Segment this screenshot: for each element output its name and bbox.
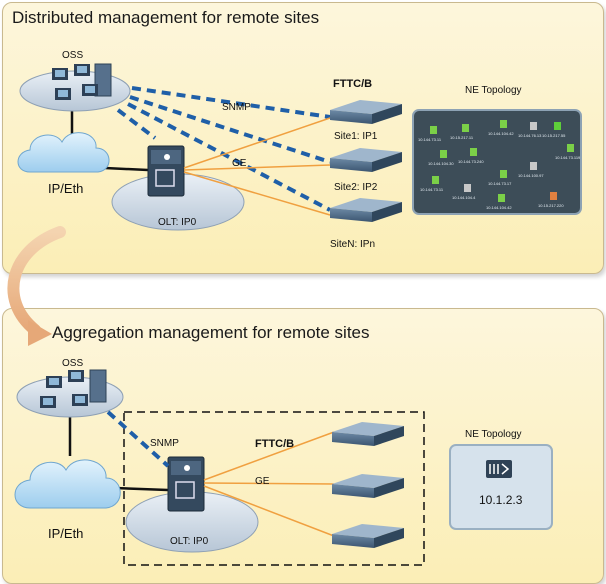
ne-node-label: 10.15.217.55 (542, 133, 566, 138)
ne-node-label: 10.15.217.11 (450, 135, 474, 140)
ne-topology-title: NE Topology (465, 85, 522, 96)
site-switch (332, 474, 404, 498)
fttc-label: FTTC/B (255, 438, 294, 450)
ne-node-icon (430, 126, 437, 134)
aggregation-panel-title: Aggregation management for remote sites (52, 323, 370, 342)
ne-node-icon (530, 122, 537, 130)
ne-node-label: 10.144.76.13 (518, 133, 542, 138)
site-switch (330, 100, 402, 124)
ne-node-label: 10.144.104.30 (428, 161, 454, 166)
ne-node-icon (464, 184, 471, 192)
snmp-label: SNMP (222, 102, 251, 113)
olt-device (111, 145, 245, 231)
oss-server-group (16, 369, 124, 418)
cloud-icon (14, 459, 121, 509)
ne-node-label: 10.144.73.11 (418, 137, 442, 142)
site-switch (332, 422, 404, 446)
ge-label: GE (255, 476, 270, 487)
olt-label: OLT: IP0 (158, 217, 197, 228)
snmp-links (116, 86, 331, 212)
ne-node-label: 10.144.73.11 (420, 187, 444, 192)
cloud-label: IP/Eth (48, 526, 83, 541)
ne-node-icon (567, 144, 574, 152)
ne-node-label: 10.144.73.17 (488, 181, 512, 186)
ne-node-icon (500, 170, 507, 178)
oss-label: OSS (62, 358, 83, 369)
site-label: Site1: IP1 (334, 131, 378, 142)
ne-node-icon (554, 122, 561, 130)
ne-node-label: 10.144.100.97 (518, 173, 544, 178)
ne-node-label: 10.144.73.240 (458, 159, 484, 164)
oss-label: OSS (62, 50, 83, 61)
ne-node-label: 10.144.73.119 (555, 155, 581, 160)
cloud-icon (17, 132, 110, 173)
fttc-label: FTTC/B (333, 78, 372, 90)
ne-topology-map (412, 109, 582, 215)
ne-node-icon (440, 150, 447, 158)
ge-label: GE (232, 158, 247, 169)
ne-node-icon (462, 124, 469, 132)
ne-node-icon (432, 176, 439, 184)
aggregation-boundary (123, 411, 425, 566)
ne-node-label: 10.144.104.4 (452, 195, 476, 200)
ge-links (203, 431, 335, 537)
site-label: Site2: IP2 (334, 182, 378, 193)
ne-node-icon (470, 148, 477, 156)
oss-server-group (19, 63, 131, 112)
ne-node-icon (500, 120, 507, 128)
distributed-panel-title: Distributed management for remote sites (12, 8, 320, 27)
ne-node-label: 10.15.217.220 (538, 203, 564, 208)
site-switch (330, 198, 402, 222)
cloud-label: IP/Eth (48, 181, 83, 196)
transition-arrow (7, 226, 66, 346)
ne-node-ip: 10.1.2.3 (479, 493, 523, 507)
site-switch (332, 524, 404, 548)
ne-node-group: 10.144.73.11 10.15.217.11 10.144.104.42 10.… (418, 120, 581, 210)
olt-device (125, 456, 259, 553)
ne-topology-map (449, 444, 553, 530)
ne-node-label: 10.144.104.42 (488, 131, 514, 136)
snmp-link (106, 410, 170, 468)
snmp-label: SNMP (150, 438, 179, 449)
ne-node-icon (550, 192, 557, 200)
ne-node-icon (530, 162, 537, 170)
ne-node-label: 10.144.104.42 (486, 205, 512, 210)
site-label: SiteN: IPn (330, 239, 375, 250)
ne-topology-title: NE Topology (465, 429, 522, 440)
olt-label: OLT: IP0 (170, 536, 209, 547)
olt-node-icon (486, 460, 512, 478)
site-switch (330, 148, 402, 172)
ne-node-icon (498, 194, 505, 202)
ge-links (183, 117, 331, 216)
